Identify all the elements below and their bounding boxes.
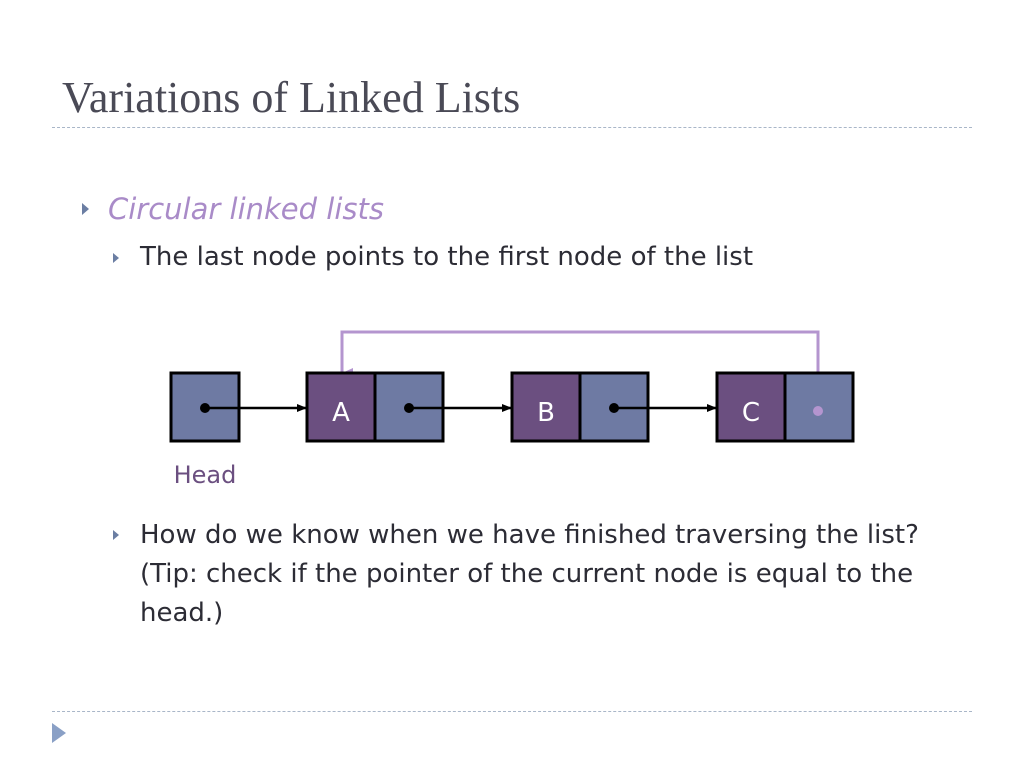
node-b-label: B	[537, 398, 555, 428]
node-c-label: C	[742, 398, 760, 428]
footer-divider	[52, 711, 972, 712]
title-divider	[52, 127, 972, 128]
bullet-arrow-icon	[82, 203, 89, 215]
node-a-label: A	[332, 398, 350, 428]
node-b-data	[510, 371, 582, 443]
slide-title: Variations of Linked Lists	[62, 73, 521, 122]
sub-bullet-traversal-question: How do we know when we have finished tra…	[140, 520, 919, 628]
sub-bullet-last-node: The last node points to the first node o…	[140, 242, 754, 272]
sub-bullet-arrow-icon	[113, 253, 119, 263]
play-arrow-icon[interactable]	[52, 723, 66, 743]
node-c-pointer-dot	[813, 406, 823, 416]
bullet-circular-linked-lists: Circular linked lists	[108, 192, 384, 226]
sub-bullet-arrow-icon	[113, 530, 119, 540]
head-label: Head	[174, 461, 237, 489]
